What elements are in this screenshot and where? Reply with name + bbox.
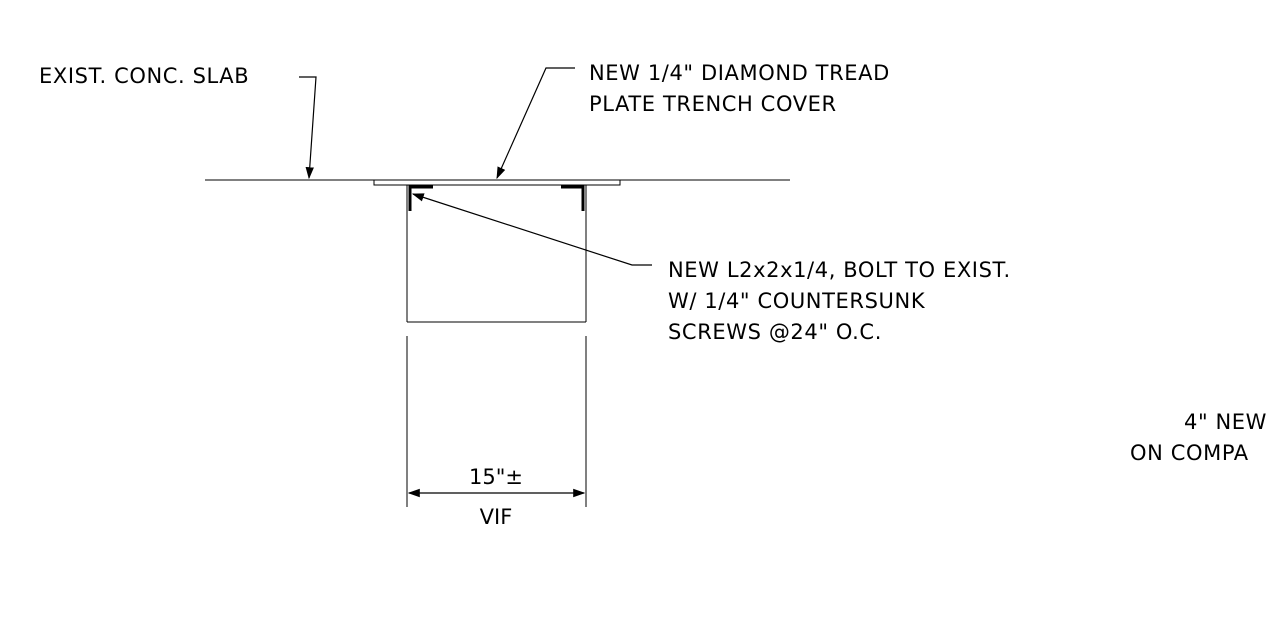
cut-off-note-line2: ON COMPA (1130, 441, 1249, 465)
tread-plate (373, 179, 621, 186)
tread-plate-note-line1: NEW 1/4" DIAMOND TREAD (589, 61, 890, 85)
dimension-qualifier: VIF (480, 505, 513, 529)
angle-note-line1: NEW L2x2x1/4, BOLT TO EXIST. (668, 258, 1011, 282)
tread-plate-leader (496, 67, 575, 180)
right-angle (561, 185, 585, 211)
left-angle (408, 185, 433, 211)
angle-leader (411, 193, 652, 266)
cut-off-note-line1: 4" NEW (1184, 410, 1267, 434)
tread-plate-note-line2: PLATE TRENCH COVER (589, 92, 837, 116)
dimension-value: 15"± (469, 465, 523, 489)
angle-note-line3: SCREWS @24" O.C. (668, 320, 882, 344)
existing-slab-note: EXIST. CONC. SLAB (39, 64, 249, 88)
angle-note-line2: W/ 1/4" COUNTERSUNK (668, 289, 926, 313)
slab-leader (299, 76, 317, 180)
